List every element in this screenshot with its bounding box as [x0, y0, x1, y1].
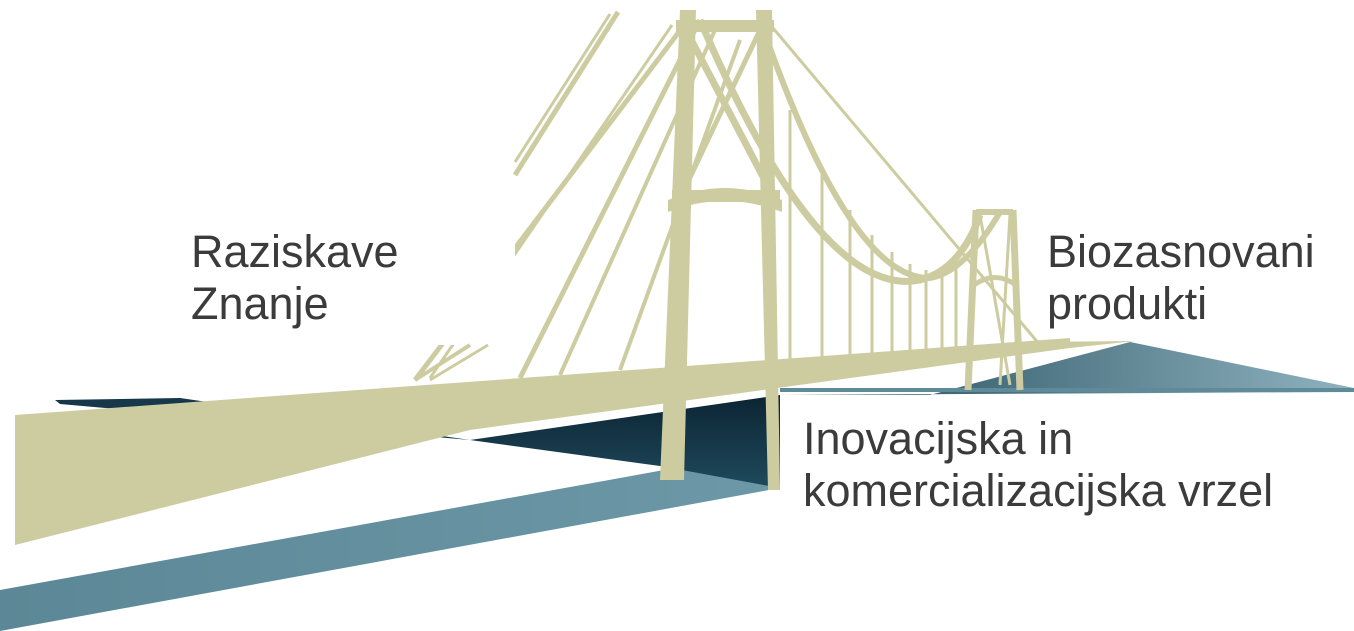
products-label-line2: produkti	[1047, 278, 1208, 329]
text-backdrop-gap	[781, 397, 1354, 552]
gap-label-line2: komercializacijska vrzel	[803, 465, 1274, 516]
research-label-line2: Znanje	[191, 278, 329, 329]
innovation-gap-label: Inovacijska in komercializacijska vrzel	[803, 413, 1273, 517]
research-knowledge-label: Raziskave Znanje	[191, 226, 399, 330]
biobased-products-label: Biozasnovani produkti	[1047, 226, 1315, 330]
cables-foreground	[413, 10, 621, 382]
hangers	[788, 110, 958, 382]
gap-label-line1: Inovacijska in	[803, 413, 1074, 464]
bridge-deck	[15, 338, 1135, 545]
text-backdrop-left	[0, 0, 515, 345]
far-tower	[964, 209, 1024, 391]
research-label-line1: Raziskave	[191, 226, 399, 277]
products-label-line1: Biozasnovani	[1047, 226, 1315, 277]
